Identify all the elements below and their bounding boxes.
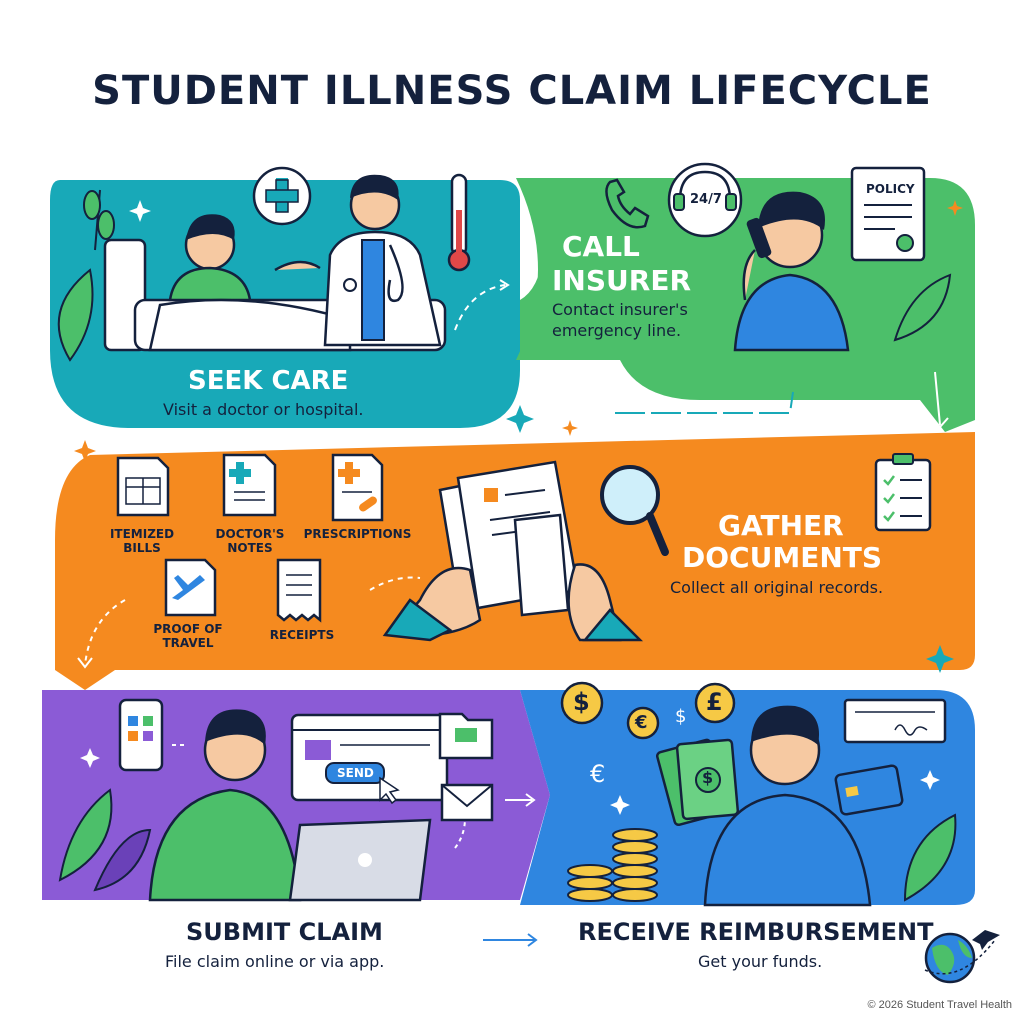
submit-claim-description: File claim online or via app. (165, 952, 385, 971)
dollar-icon: $ (675, 706, 687, 727)
submit-claim-illustration (58, 698, 536, 902)
receive-reimbursement-description: Get your funds. (698, 952, 823, 971)
send-button: SEND (337, 766, 374, 780)
prescriptions-icon (331, 453, 384, 522)
seek-care-description: Visit a doctor or hospital. (163, 400, 364, 419)
euro-icon: € (590, 760, 606, 788)
copyright-text: © 2026 Student Travel Health (867, 999, 1012, 1011)
call-insurer-description-line2: emergency line. (552, 321, 682, 340)
itemized-bills-icon (116, 456, 170, 517)
document-label-receipts: RECEIPTS (269, 628, 335, 642)
dollar-icon: $ (702, 768, 714, 787)
reimbursement-illustration (560, 681, 957, 907)
phone-icon (605, 178, 650, 229)
call-insurer-description-line1: Contact insurer's (552, 300, 688, 319)
documents-illustration (77, 453, 954, 673)
document-label-proof-of-travel: PROOF OF TRAVEL (153, 622, 223, 650)
dollar-icon: $ (573, 688, 590, 716)
seek-care-heading: SEEK CARE (188, 366, 349, 396)
support-badge: 24/7 (690, 192, 722, 207)
document-label-itemized-bills: ITEMIZED BILLS (109, 527, 175, 555)
seek-care-illustration (57, 166, 471, 362)
call-insurer-illustration (605, 162, 963, 352)
proof-of-travel-icon (164, 558, 217, 617)
page-title: STUDENT ILLNESS CLAIM LIFECYCLE (92, 68, 932, 114)
receive-reimbursement-heading: RECEIVE REIMBURSEMENT (578, 918, 934, 946)
gather-documents-heading-line1: GATHER (718, 509, 844, 542)
receipts-icon (276, 558, 322, 623)
call-insurer-heading-line2: INSURER (552, 264, 692, 297)
pound-icon: £ (706, 688, 723, 716)
gather-documents-description: Collect all original records. (670, 578, 884, 597)
euro-icon: € (635, 712, 648, 733)
globe-plane-logo (924, 930, 1000, 984)
call-insurer-heading-line1: CALL (562, 230, 640, 263)
document-label-prescriptions: PRESCRIPTIONS (303, 527, 412, 541)
document-label-doctors-notes: DOCTOR'S NOTES (215, 527, 285, 555)
gather-documents-heading-line2: DOCUMENTS (682, 541, 883, 574)
doctors-notes-icon (222, 453, 277, 517)
policy-label: POLICY (866, 182, 915, 196)
submit-claim-heading: SUBMIT CLAIM (186, 918, 383, 946)
